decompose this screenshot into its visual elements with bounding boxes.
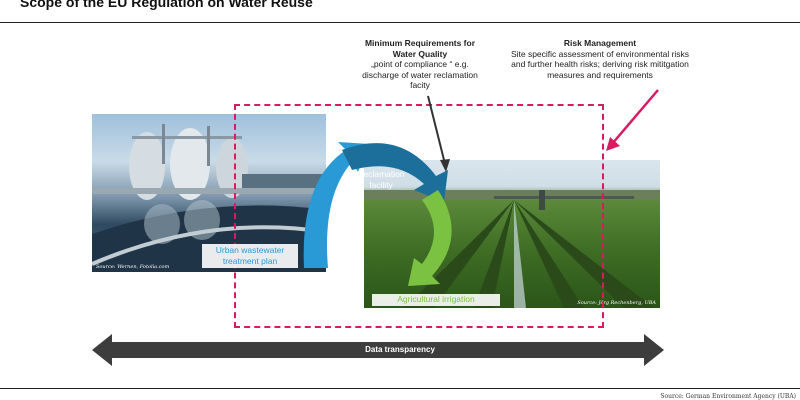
wastewater-arrow (303, 142, 370, 268)
reclamation-arrow (342, 143, 448, 202)
irrigation-arrow (408, 190, 452, 286)
minimum-requirements-body: „point of compliance “ e.g. discharge of… (362, 59, 478, 90)
risk-pointer (611, 89, 659, 145)
risk-management-heading: Risk Management (563, 38, 637, 48)
risk-management-body: Site specific assessment of environmenta… (510, 48, 690, 80)
top-divider (0, 22, 800, 23)
irrigation-label: Agricultural irrigation (372, 294, 500, 306)
wastewater-label: Urban wastewater treatment plan (202, 244, 298, 268)
risk-pointer-head (606, 137, 620, 151)
reclamation-label: Reclamation facility (357, 169, 405, 190)
bottom-divider (0, 388, 800, 389)
min-req-pointer-head (440, 159, 450, 172)
min-req-pointer (427, 95, 447, 169)
regulation-scope-frame (234, 104, 604, 328)
minimum-requirements-note: Minimum Requirements for Water Quality „… (356, 38, 484, 91)
source-credit: Source: German Environment Agency (UBA) (660, 393, 796, 400)
data-transparency-bar (92, 334, 664, 366)
data-transparency-label: Data transparency (365, 345, 435, 354)
minimum-requirements-heading: Minimum Requirements for Water Quality (364, 38, 476, 59)
diagram-title: Scope of the EU Regulation on Water Reus… (20, 0, 313, 10)
plant-photo-credit: Source: Wernen, Fotolia.com (96, 264, 170, 270)
field-photo-credit: Source: Jörg Rechenberg, UBA (577, 300, 656, 306)
risk-management-note: Risk Management Site specific assessment… (505, 38, 695, 80)
